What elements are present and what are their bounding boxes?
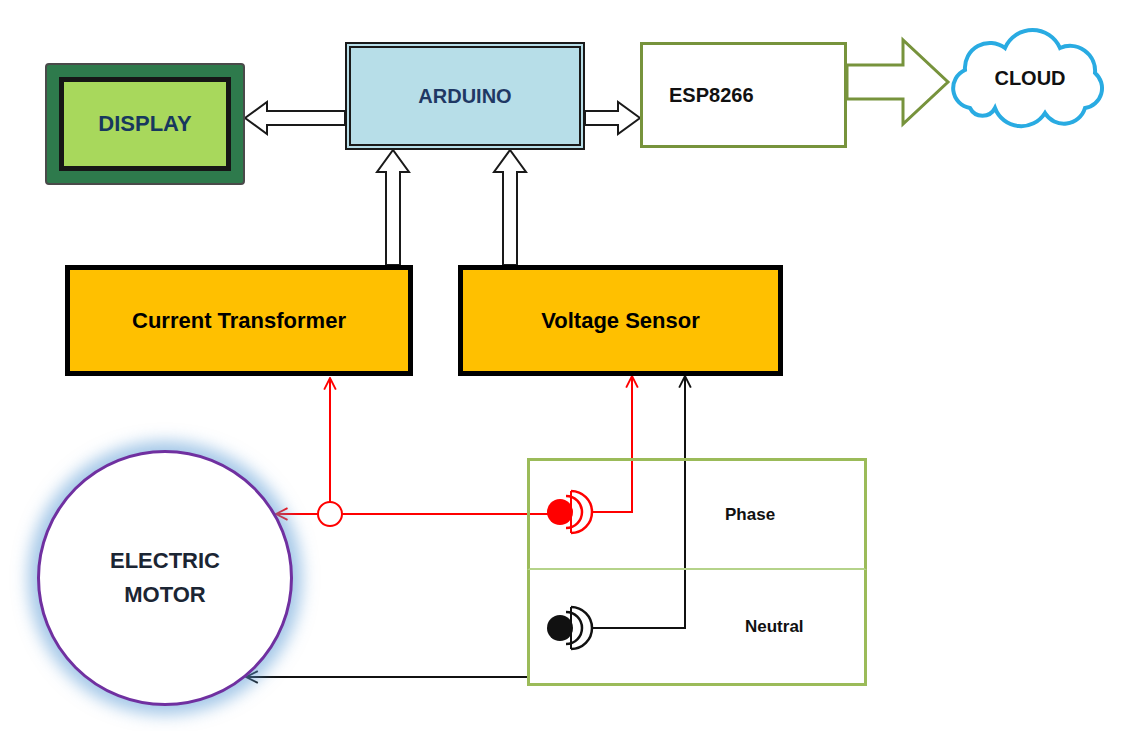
phase-socket: [547, 491, 592, 533]
node-label: Current Transformer: [132, 308, 346, 334]
socket-shell: [570, 607, 572, 649]
socket-shell: [571, 491, 592, 533]
socket-shell: [570, 491, 572, 533]
node-label: ELECTRIC MOTOR: [95, 544, 235, 612]
motor-circle: ELECTRIC MOTOR: [37, 450, 293, 706]
node-label: ARDUINO: [418, 85, 511, 108]
node-label: DISPLAY: [59, 77, 231, 171]
wire-connector: [246, 676, 527, 678]
cloud-shape: CLOUD: [940, 28, 1120, 128]
node-label: CLOUD: [994, 67, 1065, 90]
wire-connector: [684, 376, 686, 570]
socket-pin: [547, 499, 573, 525]
lcd-display: DISPLAY: [45, 63, 245, 185]
neutral-wire: [592, 570, 685, 628]
node-label: Voltage Sensor: [541, 308, 700, 334]
block-arrow: [377, 150, 409, 265]
sensor-box: Current Transformer: [65, 265, 413, 376]
socket-band: Neutral: [527, 570, 867, 686]
block-arrow: [847, 40, 948, 124]
socket-shell: [566, 496, 582, 528]
node-label: ESP8266: [669, 84, 754, 107]
wifi-module-box: ESP8266: [640, 42, 847, 148]
block-arrow: [245, 102, 345, 134]
wire-connector: [276, 513, 527, 515]
socket-shell: [571, 607, 592, 649]
socket-band: Phase: [527, 458, 867, 570]
node-label: Phase: [725, 505, 775, 525]
phase-wire: [592, 458, 632, 512]
controller-box: ARDUINO: [345, 42, 585, 150]
cloud-outline-path: [953, 30, 1102, 126]
socket-shell: [566, 612, 582, 644]
wire-connector: [631, 376, 633, 458]
phase-wire: [527, 513, 548, 515]
block-arrow: [494, 150, 526, 265]
node-label: Neutral: [745, 617, 804, 637]
socket-pin: [547, 615, 573, 641]
ct-ring: [318, 502, 342, 526]
ct-signal-line: [329, 378, 331, 502]
neutral-socket: [547, 607, 592, 649]
sensor-box: Voltage Sensor: [458, 265, 783, 376]
block-arrow: [585, 102, 640, 134]
